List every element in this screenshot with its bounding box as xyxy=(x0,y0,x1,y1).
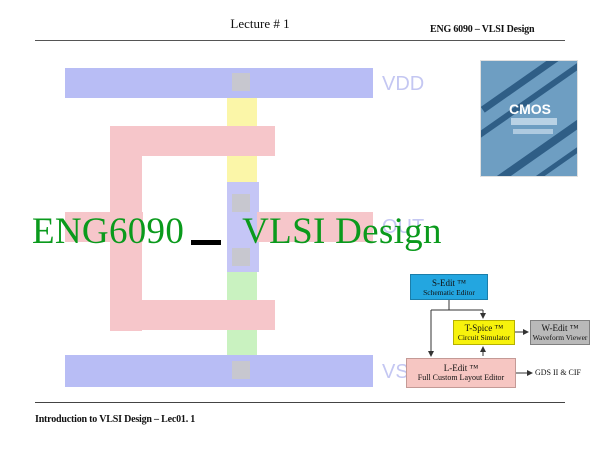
w-edit-box: W-Edit ™ Waveform Viewer xyxy=(530,320,590,345)
footer-rule xyxy=(35,402,565,403)
gds-cif-output: GDS II & CIF xyxy=(535,368,582,377)
output-contact-1 xyxy=(232,194,250,212)
lecture-number: Lecture # 1 xyxy=(230,16,290,31)
t-spice-box: T-Spice ™ Circuit Simulator xyxy=(453,320,515,345)
t-spice-name: T-Spice ™ xyxy=(464,323,504,333)
output-contact-2 xyxy=(232,248,250,266)
vss-rail xyxy=(65,355,373,387)
out-label: OUT xyxy=(382,216,425,238)
s-edit-name: S-Edit ™ xyxy=(431,278,467,288)
vdd-label: VDD xyxy=(382,73,425,95)
layout-drawing: VDD OUT VS xyxy=(65,68,424,387)
nmos-diffusion xyxy=(227,272,257,302)
vdd-rail xyxy=(65,68,373,98)
poly-input-stub xyxy=(65,212,143,242)
l-edit-name: L-Edit ™ xyxy=(443,363,479,373)
vss-label: VS xyxy=(382,361,409,383)
pmos-diffusion-top xyxy=(227,98,257,126)
vss-contact xyxy=(232,361,250,379)
course-header: ENG 6090 – VLSI Design xyxy=(430,24,535,35)
t-spice-desc: Circuit Simulator xyxy=(457,333,511,342)
poly-bottom-bar xyxy=(110,300,275,330)
l-edit-desc: Full Custom Layout Editor xyxy=(417,373,505,382)
w-edit-name: W-Edit ™ xyxy=(541,323,579,333)
title-subject: VLSI Design xyxy=(242,211,442,252)
poly-output-bar xyxy=(257,212,373,242)
l-edit-box: L-Edit ™ Full Custom Layout Editor xyxy=(406,358,516,388)
nmos-diffusion-low xyxy=(227,330,257,355)
slide-title: ENG6090 VLSI Design xyxy=(32,210,442,253)
book-title: CMOS xyxy=(509,101,551,117)
s-edit-desc: Schematic Editor xyxy=(423,288,475,297)
pmos-diffusion-mid xyxy=(227,156,257,182)
cmos-book-cover: CMOS xyxy=(480,60,578,177)
s-edit-box: S-Edit ™ Schematic Editor xyxy=(410,274,488,300)
title-course-code: ENG6090 xyxy=(32,211,185,252)
header-rule xyxy=(35,40,565,41)
title-dash xyxy=(191,240,221,245)
vdd-contact xyxy=(232,73,250,91)
footer-text: Introduction to VLSI Design – Lec01. 1 xyxy=(35,414,196,425)
w-edit-desc: Waveform Viewer xyxy=(532,333,588,342)
